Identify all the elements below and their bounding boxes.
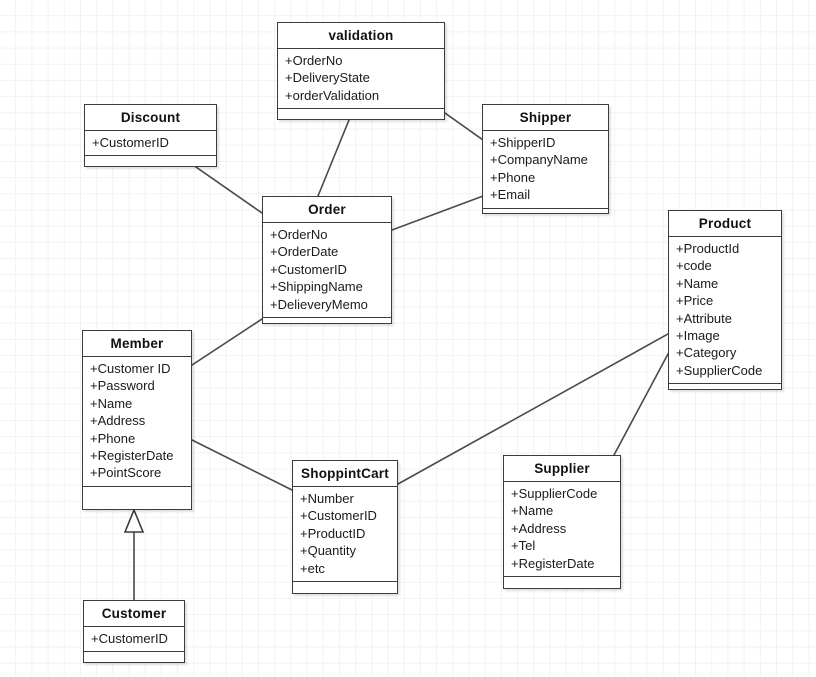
class-attributes-validation: +OrderNo +DeliveryState+orderValidation — [278, 49, 444, 110]
class-box-validation[interactable]: validation +OrderNo +DeliveryState+orderVa… — [277, 22, 445, 120]
attribute-row: +SupplierCode — [676, 362, 763, 378]
attribute-row: +ShipperID — [490, 135, 556, 150]
attribute-row: +Number — [300, 491, 354, 506]
class-attributes-supplier: +SupplierCode +Name+Address +Tel+RegisterD… — [504, 482, 620, 578]
class-attributes-member: +Customer ID +Password+Name +Address+Phone… — [83, 357, 191, 487]
class-operations-member — [83, 487, 191, 506]
rel-member-order[interactable] — [190, 317, 264, 367]
class-operations-shipper — [483, 209, 608, 228]
class-box-shipper[interactable]: Shipper +ShipperID +CompanyName+Phone +Emai… — [482, 104, 609, 214]
rel-member-shoppintcart[interactable] — [190, 438, 294, 492]
class-name-supplier: Supplier — [504, 456, 620, 482]
attribute-row: +Quantity — [300, 543, 357, 559]
attribute-row: +Tel — [511, 538, 536, 554]
attribute-row: +CustomerID — [91, 631, 168, 646]
attribute-row: +CustomerID — [270, 261, 347, 277]
class-operations-supplier — [504, 577, 620, 596]
attribute-row: +DelieveryMemo — [270, 296, 368, 312]
class-name-order: Order — [263, 197, 391, 223]
class-name-discount: Discount — [85, 105, 216, 131]
class-operations-customer — [84, 652, 184, 671]
class-box-discount[interactable]: Discount +CustomerID — [84, 104, 217, 167]
rel-order-shipper[interactable] — [390, 194, 485, 232]
attribute-row: +Password — [90, 378, 155, 394]
attribute-row: +code — [676, 258, 712, 274]
class-attributes-order: +OrderNo +OrderDate+CustomerID +ShippingNa… — [263, 223, 391, 319]
class-attributes-discount: +CustomerID — [85, 131, 216, 157]
attribute-row: +Email — [490, 187, 531, 203]
attribute-row: +CustomerID — [300, 508, 377, 524]
attribute-row: +OrderNo — [285, 53, 343, 68]
attribute-row: +Price — [676, 293, 714, 309]
rel-validation-shipper[interactable] — [443, 111, 485, 142]
class-box-product[interactable]: Product +ProductId +code+Name +Price+Attrib… — [668, 210, 782, 390]
attribute-row: +ProductID — [300, 525, 366, 541]
generalization-arrowhead — [123, 507, 145, 533]
class-operations-validation — [278, 109, 444, 128]
class-name-validation: validation — [278, 23, 444, 49]
attribute-row: +CompanyName — [490, 152, 588, 168]
rel-validation-order[interactable] — [316, 118, 351, 198]
attribute-row: +CustomerID — [92, 135, 169, 150]
attribute-row: +RegisterDate — [511, 555, 595, 571]
class-name-product: Product — [669, 211, 781, 237]
attribute-row: +Customer ID — [90, 361, 171, 376]
class-operations-shoppintcart — [293, 582, 397, 601]
attribute-row: +SupplierCode — [511, 486, 598, 501]
class-name-shoppintcart: ShoppintCart — [293, 461, 397, 487]
class-box-customer[interactable]: Customer +CustomerID — [83, 600, 185, 663]
attribute-row: +Attribute — [676, 310, 733, 326]
attribute-row: +RegisterDate — [90, 448, 174, 464]
class-box-order[interactable]: Order +OrderNo +OrderDate+CustomerID +Shipp… — [262, 196, 392, 324]
attribute-row: +Image — [676, 328, 720, 344]
attribute-row: +Name — [676, 275, 719, 291]
attribute-row: +Address — [511, 520, 567, 536]
class-operations-discount — [85, 156, 216, 175]
attribute-row: +etc — [300, 560, 325, 576]
attribute-row: +PointScore — [90, 465, 162, 481]
class-operations-product — [669, 384, 781, 403]
class-operations-order — [263, 318, 391, 337]
class-attributes-shoppintcart: +Number +CustomerID+ProductID +Quantity+et… — [293, 487, 397, 583]
class-attributes-product: +ProductId +code+Name +Price+Attribute +Ima… — [669, 237, 781, 385]
attribute-row: +Name — [511, 503, 554, 519]
attribute-row: +OrderDate — [270, 244, 339, 260]
attribute-row: +Phone — [490, 169, 536, 185]
class-attributes-shipper: +ShipperID +CompanyName+Phone +Email — [483, 131, 608, 209]
attribute-row: +Phone — [90, 430, 136, 446]
class-name-customer: Customer — [84, 601, 184, 627]
class-box-member[interactable]: Member +Customer ID +Password+Name +Address… — [82, 330, 192, 510]
attribute-row: +ProductId — [676, 241, 740, 256]
attribute-row: +ShippingName — [270, 279, 363, 295]
class-name-member: Member — [83, 331, 191, 357]
class-attributes-customer: +CustomerID — [84, 627, 184, 653]
attribute-row: +Name — [90, 395, 133, 411]
class-name-shipper: Shipper — [483, 105, 608, 131]
attribute-row: +Address — [90, 413, 146, 429]
attribute-row: +OrderNo — [270, 227, 328, 242]
attribute-row: +DeliveryState — [285, 70, 370, 86]
attribute-row: +orderValidation — [285, 87, 380, 103]
class-box-shoppintcart[interactable]: ShoppintCart +Number +CustomerID+ProductID… — [292, 460, 398, 594]
class-box-supplier[interactable]: Supplier +SupplierCode +Name+Address +Tel+R… — [503, 455, 621, 589]
rel-supplier-product[interactable] — [612, 352, 670, 457]
attribute-row: +Category — [676, 345, 737, 361]
